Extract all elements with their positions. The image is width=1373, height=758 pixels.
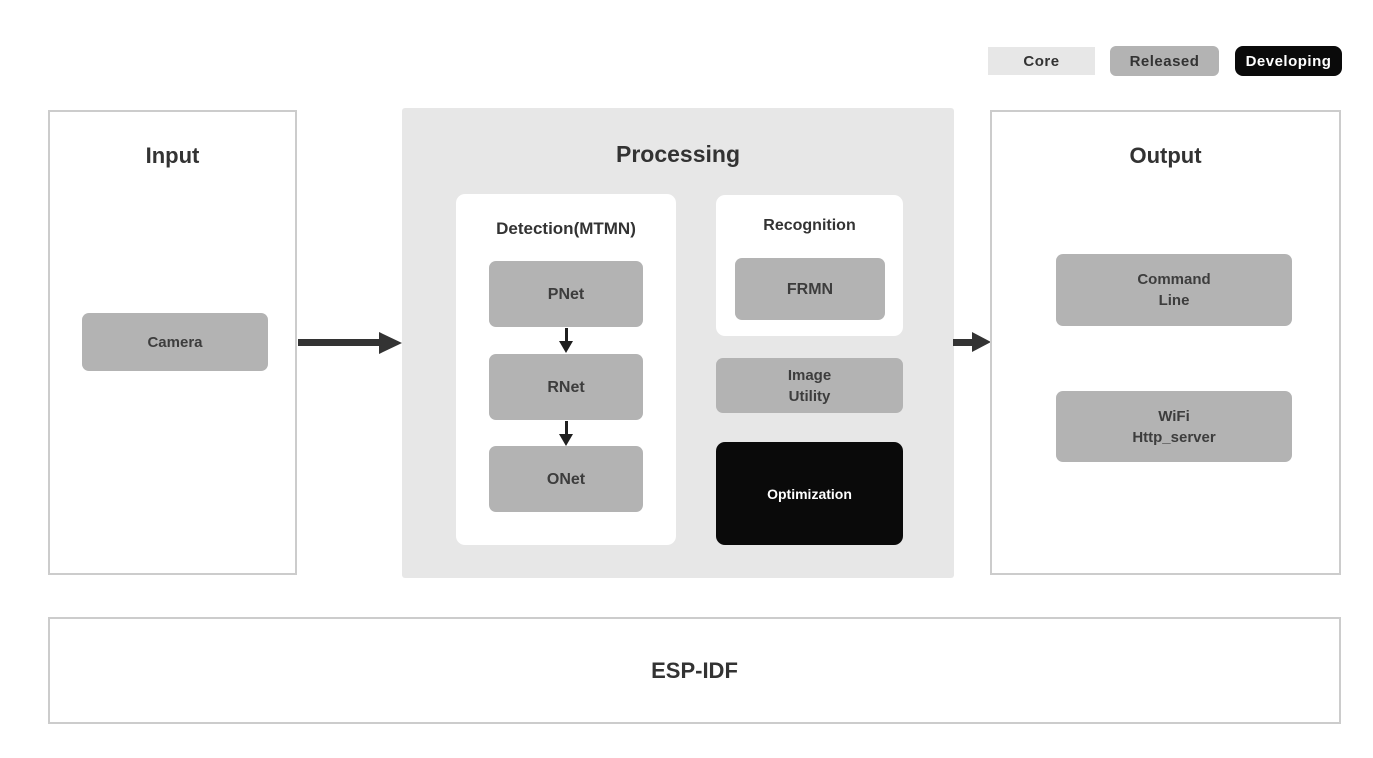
arrow-head-icon [972, 332, 991, 352]
arrow-shaft [953, 339, 975, 346]
recognition-subpanel: Recognition FRMN [716, 195, 903, 336]
output-section-title: Output [1129, 143, 1202, 168]
arrow-head-icon [559, 341, 573, 353]
legend-developing-badge: Developing [1235, 46, 1342, 76]
arrow-rnet-to-onet [559, 421, 573, 447]
legend-core-badge: Core [988, 47, 1095, 75]
processing-section-title: Processing [616, 141, 740, 167]
wifi-http-server-block: WiFi Http_server [1056, 391, 1292, 462]
pnet-block: PNet [489, 261, 643, 327]
camera-block: Camera [82, 313, 268, 371]
rnet-block: RNet [489, 354, 643, 420]
arrow-head-icon [379, 332, 402, 354]
onet-block: ONet [489, 446, 643, 512]
command-line-block: Command Line [1056, 254, 1292, 326]
esp-idf-title: ESP-IDF [651, 657, 738, 683]
arrow-shaft [564, 421, 568, 435]
detection-title: Detection(MTMN) [496, 219, 636, 238]
arrow-head-icon [559, 434, 573, 446]
esp-idf-section: ESP-IDF [48, 617, 1341, 724]
optimization-block: Optimization [716, 442, 903, 545]
arrow-shaft [298, 339, 382, 346]
arrow-shaft [564, 328, 568, 342]
output-section: Output Command Line WiFi Http_server [990, 110, 1341, 575]
legend-released-badge: Released [1110, 46, 1219, 76]
input-section: Input Camera [48, 110, 297, 575]
processing-section: Processing Detection(MTMN) PNet RNet ONe… [402, 108, 954, 578]
detection-subpanel: Detection(MTMN) PNet RNet ONet [456, 194, 676, 545]
arrow-pnet-to-rnet [559, 328, 573, 354]
image-utility-block: Image Utility [716, 358, 903, 413]
recognition-title: Recognition [763, 217, 856, 234]
input-section-title: Input [145, 143, 200, 168]
frmn-block: FRMN [735, 258, 885, 320]
